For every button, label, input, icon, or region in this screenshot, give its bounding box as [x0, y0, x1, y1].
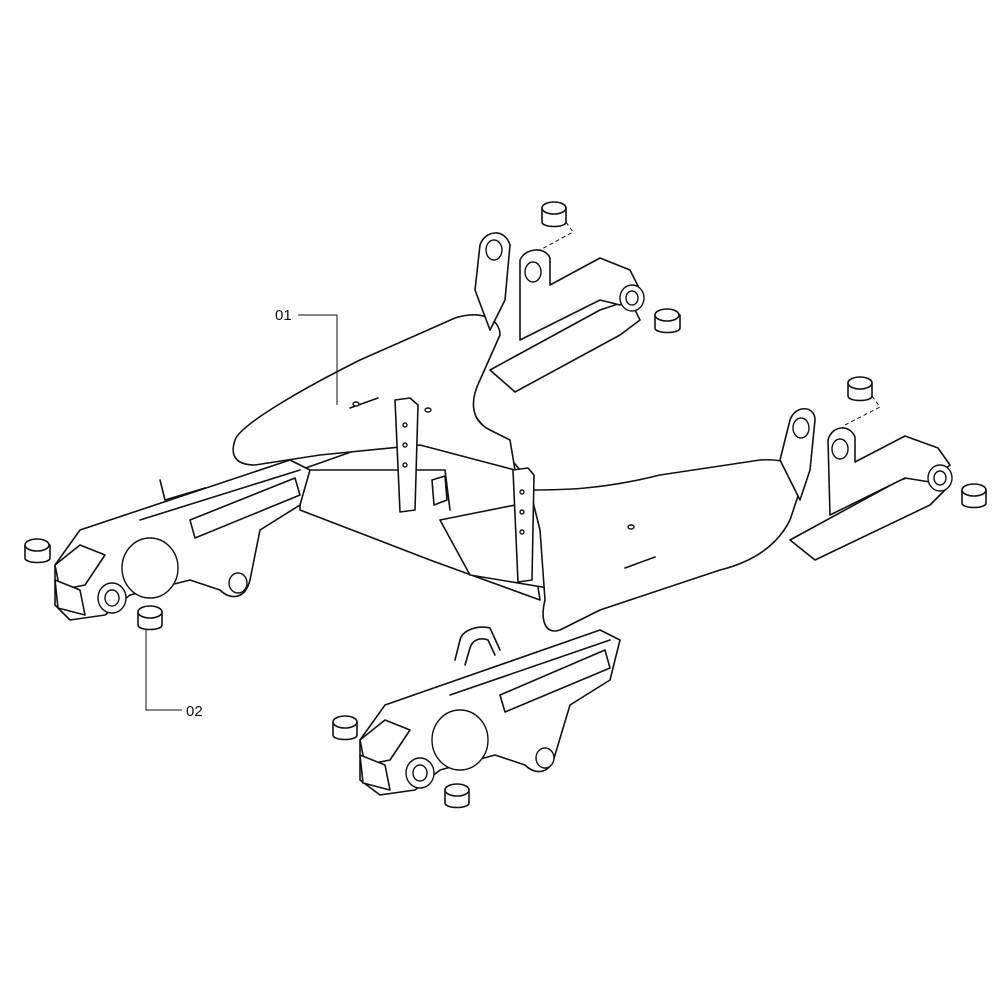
left-swing-arm — [54, 459, 311, 621]
lower-mounting-plate — [529, 459, 804, 632]
bushing-top-2 — [654, 308, 681, 334]
callout-02: 02 — [145, 630, 203, 720]
right-swing-arm — [359, 626, 621, 796]
vertical-brackets — [394, 397, 535, 583]
bushing-front-1 — [332, 715, 358, 741]
upper-mounting-plate — [232, 314, 516, 471]
upper-right-arm — [474, 232, 645, 393]
callout-01-label: 01 — [275, 307, 292, 324]
lower-right-arm — [779, 407, 953, 561]
bushing-left-1 — [24, 538, 51, 564]
bushing-left-2 — [137, 605, 163, 631]
bushing-top-1 — [541, 201, 567, 228]
callout-01: 01 — [275, 307, 338, 405]
callout-02-label: 02 — [186, 703, 203, 720]
bushing-front-2 — [444, 783, 470, 809]
bushing-right-1 — [847, 376, 873, 402]
bushing-right-2 — [961, 483, 987, 509]
